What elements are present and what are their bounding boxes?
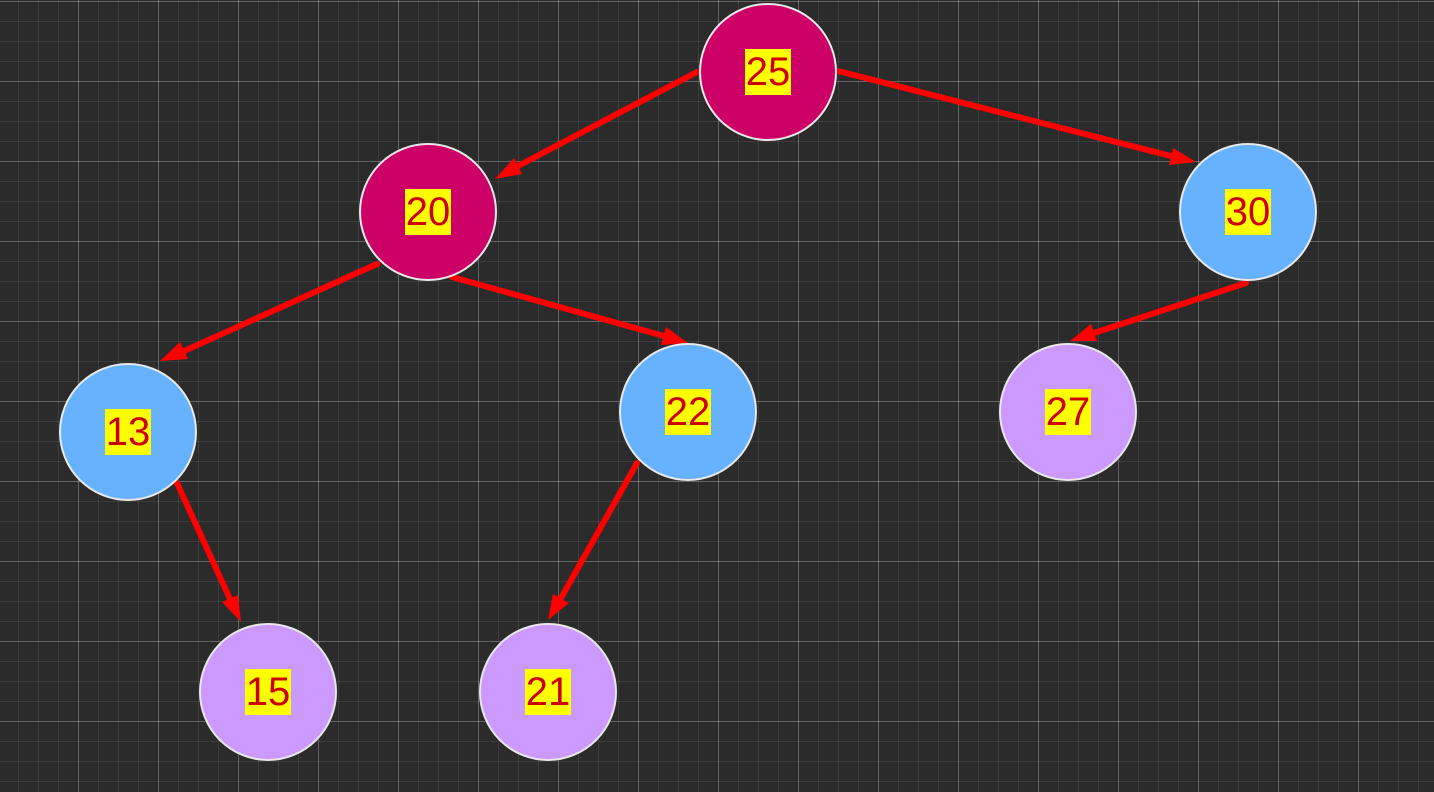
edge-30-27 [1070, 280, 1249, 341]
tree-node-25[interactable]: 25 [699, 3, 837, 141]
tree-node-20[interactable]: 20 [359, 143, 497, 281]
tree-node-27[interactable]: 27 [999, 343, 1137, 481]
node-label-15: 15 [244, 669, 292, 715]
edge-20-13 [160, 261, 380, 361]
node-label-21: 21 [524, 669, 572, 715]
tree-node-22[interactable]: 22 [619, 343, 757, 481]
node-label-25: 25 [744, 49, 792, 95]
node-label-13: 13 [104, 409, 152, 455]
edge-22-21 [548, 460, 640, 620]
edge-13-15 [174, 480, 241, 622]
node-label-30: 30 [1224, 189, 1272, 235]
edge-20-22 [449, 274, 688, 345]
tree-node-21[interactable]: 21 [479, 623, 617, 761]
node-label-22: 22 [664, 389, 712, 435]
tree-node-15[interactable]: 15 [199, 623, 337, 761]
edge-25-20 [495, 69, 700, 179]
node-label-27: 27 [1044, 389, 1092, 435]
edge-25-30 [835, 68, 1196, 165]
tree-node-13[interactable]: 13 [59, 363, 197, 501]
node-label-20: 20 [404, 189, 452, 235]
tree-node-30[interactable]: 30 [1179, 143, 1317, 281]
